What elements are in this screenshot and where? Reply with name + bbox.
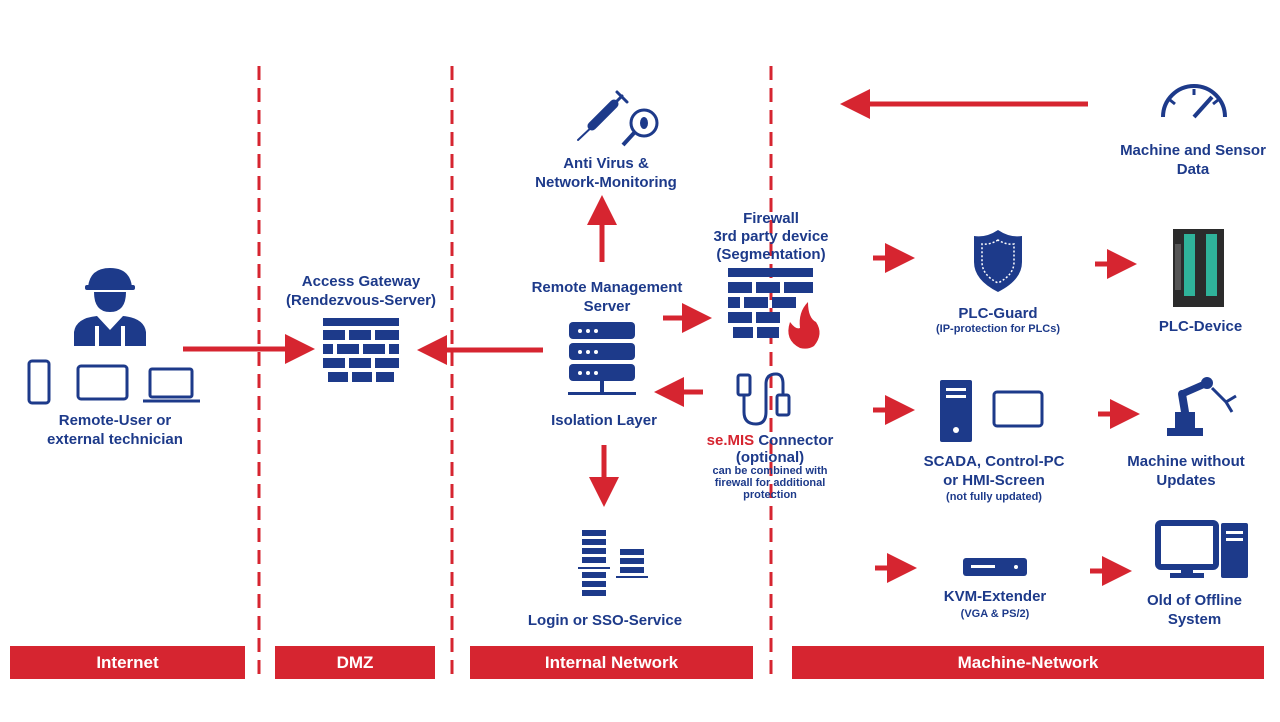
- scada-label: SCADA, Control-PC or HMI-Screen: [923, 453, 1065, 489]
- arrows: [183, 89, 1140, 586]
- monitor-icon: [992, 390, 1044, 428]
- syringe-icon: [577, 90, 629, 141]
- plc-device-label: PLC-Device: [1158, 318, 1243, 335]
- connector-suffix: Connector: [754, 432, 834, 449]
- connector-note: can be combined with firewall for additi…: [712, 465, 828, 501]
- sensor-data-label: Machine and Sensor Data: [1120, 142, 1266, 178]
- zone-internet: Internet: [10, 646, 245, 679]
- worker-icon: [74, 268, 146, 346]
- connector-name: MIS: [727, 432, 755, 449]
- server-stack-icon: [568, 322, 636, 395]
- old-system-label: Old of Offline System: [1147, 592, 1242, 628]
- server-rack-icon: [578, 530, 648, 596]
- remote-management-label: Remote Management Server: [531, 279, 683, 315]
- bug-magnifier-icon: [621, 108, 659, 147]
- connector-label: se.MIS Connector: [690, 432, 850, 449]
- flame-icon: [788, 302, 820, 349]
- login-sso-label: Login or SSO-Service: [527, 612, 683, 629]
- kvm-label: KVM-Extender: [943, 588, 1047, 605]
- kvm-box-icon: [963, 558, 1027, 576]
- plc-device-icon: [1173, 229, 1224, 307]
- access-gateway-label: Access Gateway (Rendezvous-Server): [285, 273, 437, 309]
- zone-dividers: [257, 66, 773, 680]
- tablet-icon: [76, 364, 129, 401]
- plc-guard-note: (IP-protection for PLCs): [935, 323, 1061, 335]
- pc-tower-icon: [940, 380, 972, 442]
- connector-brand: se.: [706, 432, 728, 449]
- laptop-icon: [143, 367, 200, 403]
- firewall-wall-icon: [728, 268, 813, 338]
- firewall-label: Firewall 3rd party device (Segmentation): [713, 210, 829, 263]
- desktop-computer-icon: [1155, 520, 1248, 578]
- remote-user-label: Remote-User or external technician: [47, 412, 183, 448]
- usb-cable-icon: [736, 372, 791, 426]
- robot-arm-icon: [1167, 377, 1237, 436]
- zone-internal-network: Internal Network: [470, 646, 753, 679]
- gauge-icon: [1161, 84, 1227, 119]
- scada-note: (not fully updated): [946, 491, 1042, 503]
- plc-guard-label: PLC-Guard: [958, 305, 1038, 322]
- connector-optional-label: (optional): [735, 449, 805, 466]
- phone-icon: [27, 359, 51, 405]
- isolation-layer-label: Isolation Layer: [551, 412, 657, 429]
- firewall-wall-icon: [323, 318, 399, 382]
- kvm-note: (VGA & PS/2): [960, 608, 1030, 620]
- zone-dmz: DMZ: [275, 646, 435, 679]
- shield-icon: [974, 230, 1022, 292]
- zone-machine-network: Machine-Network: [792, 646, 1264, 679]
- machine-no-updates-label: Machine without Updates: [1127, 453, 1245, 489]
- antivirus-label: Anti Virus & Network-Monitoring: [535, 155, 677, 191]
